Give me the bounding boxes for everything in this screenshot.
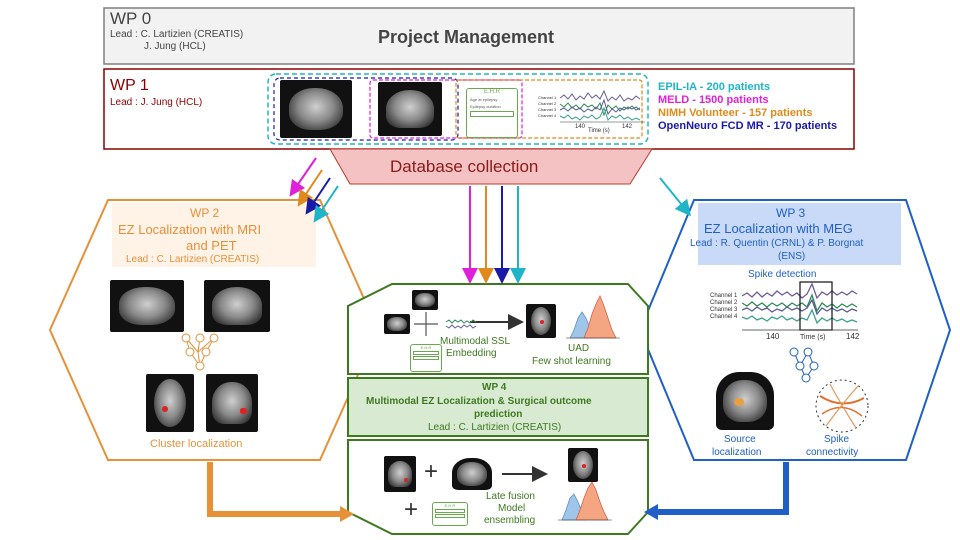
wp3-header-fill (698, 203, 901, 265)
dataset-meld: MELD - 1500 patients (658, 94, 769, 106)
dataset-frame-orange (455, 79, 643, 139)
wp1-tag: WP 1 (110, 77, 149, 94)
dataset-epilia: EPIL-IA - 200 patients (658, 81, 771, 93)
arrow-wp1-wp2-cyan (313, 185, 339, 223)
wp2-title-2: and PET (186, 238, 237, 253)
wp4-title-2: prediction (474, 409, 523, 420)
wp1-ehr-row-3 (470, 111, 514, 117)
wp1-time-tick-142: 142 (622, 124, 633, 130)
dataset-frame-cyan (267, 73, 649, 145)
wp2-lead: Lead : C. Lartizien (CREATIS) (126, 254, 260, 265)
arrow-wp1-wp2-orange (297, 169, 323, 207)
wp4-header-box (347, 377, 649, 437)
database-collection-shape (329, 148, 653, 185)
wp1-channel-1: Channel 1 (538, 95, 557, 100)
wp3-title: EZ Localization with MEG (704, 221, 853, 236)
wp3-spike-label: Spike detection (748, 269, 817, 280)
wp4-ssl-2: Embedding (446, 348, 497, 359)
wp4-mri-small-2 (384, 314, 410, 334)
wp3-channel-4: Channel 4 (710, 314, 738, 320)
wp3-time-tick-140: 140 (766, 332, 780, 341)
wp4-mri-result-top (526, 304, 556, 338)
wp2-pet-axial (146, 374, 194, 432)
wp4-plus-1: + (424, 458, 439, 485)
wp3-time-label: Time (s) (800, 334, 826, 341)
wp1-ehr-card: E.H.R Age at epilepsy Epilepsy duration (466, 88, 518, 138)
wp4-ehr-label-top: E.H.R (420, 345, 432, 350)
arrow-wp3-wp4 (654, 462, 789, 515)
wp0-tag: WP 0 (110, 9, 152, 28)
wp3-lead-1: Lead : R. Quentin (CRNL) & P. Borgnat (690, 238, 864, 249)
database-collection-label: Database collection (390, 157, 539, 176)
wp1-channel-3: Channel 3 (538, 107, 557, 112)
wp3-caption-spike-1: Spike (824, 434, 850, 445)
wp3-tag: WP 3 (776, 206, 806, 220)
arrow-wp1-wp2-magenta (289, 157, 317, 197)
wp0-lead-2: J. Jung (HCL) (144, 41, 206, 52)
wp3-network-icon (789, 347, 819, 383)
arrow-wp2-wp4 (207, 462, 346, 517)
wp4-uad-2: Few shot learning (532, 356, 611, 367)
wp4-fusion-3: ensembling (484, 515, 536, 526)
wp2-network-icon (181, 333, 219, 371)
uad-histogram (566, 295, 620, 339)
wp4-lead: Lead : C. Lartizien (CREATIS) (428, 422, 562, 433)
wp3-source-mri (716, 372, 774, 430)
wp1-lead: Lead : J. Jung (HCL) (110, 97, 203, 108)
wp3-caption-spike-2: connectivity (806, 447, 859, 458)
wp4-ehr-label-bottom: E.H.R (444, 503, 456, 508)
wp1-mri-coronal (378, 82, 442, 136)
arrow-wp1-wp2-navy (305, 177, 331, 215)
wp2-title-1: EZ Localization with MRI (118, 222, 262, 237)
wp3-caption-source-2: localization (712, 447, 762, 458)
wp0-title: Project Management (378, 27, 555, 47)
wp0-box (103, 7, 855, 65)
wp3-channel-1: Channel 1 (710, 293, 738, 299)
wp3-channel-2: Channel 2 (710, 300, 738, 306)
wp4-mri-result-bottom (568, 448, 598, 482)
wp4-meg-head (452, 458, 492, 490)
dataset-openneuro: OpenNeuro FCD MR - 170 patients (658, 120, 838, 132)
wp4-mri-small-1 (412, 290, 438, 310)
wp4-ehr-card-bottom: E.H.R (432, 502, 468, 526)
wp1-channel-2: Channel 2 (538, 101, 557, 106)
wp4-ssl-1: Multimodal SSL (440, 336, 511, 347)
wp4-fusion-2: Model (498, 503, 526, 514)
wp3-time-tick-142: 142 (846, 332, 860, 341)
wp3-channel-3: Channel 3 (710, 307, 738, 313)
dataset-frame-magenta (369, 79, 523, 139)
wp1-ehr-row-2: Epilepsy duration (470, 104, 501, 109)
wp1-mri-sagittal (280, 80, 352, 138)
wp4-tag: WP 4 (482, 382, 507, 393)
wp1-ehr-row-1: Age at epilepsy (470, 97, 498, 102)
wp2-mri-coronal (204, 280, 270, 332)
wp1-time-tick-140: 140 (575, 124, 586, 130)
wp2-mri-cluster (206, 374, 258, 432)
arrow-wp1-wp3-cyan (659, 177, 692, 217)
wp2-mri-sagittal (110, 280, 184, 332)
fusion-histogram (558, 481, 612, 521)
wp3-caption-source-1: Source (724, 434, 756, 445)
dataset-frame-navy (273, 77, 459, 141)
wp1-eeg-traces (559, 89, 641, 121)
wp4-mri-fusion (384, 456, 416, 492)
wp1-channel-4: Channel 4 (538, 113, 557, 118)
wp4-ehr-card-top: E.H.R (410, 344, 442, 372)
wp1-time-label: Time (s) (588, 128, 610, 134)
wp4-fusion-1: Late fusion (486, 491, 535, 502)
wp4-uad-1: UAD (568, 343, 590, 354)
wp0-lead-1: Lead : C. Lartizien (CREATIS) (110, 29, 244, 40)
wp2-tag: WP 2 (190, 206, 220, 220)
wp2-caption: Cluster localization (150, 438, 243, 450)
wp3-lead-2: (ENS) (778, 251, 806, 262)
wp4-title-1: Multimodal EZ Localization & Surgical ou… (366, 396, 592, 407)
wp4-plus-2: + (404, 496, 419, 523)
wp1-ehr-label: E.H.R (483, 89, 500, 95)
spike-connectivity-graph (815, 379, 869, 433)
wp2-header-fill (112, 203, 316, 267)
dataset-nimh: NIMH Volunteer - 157 patients (658, 107, 813, 119)
